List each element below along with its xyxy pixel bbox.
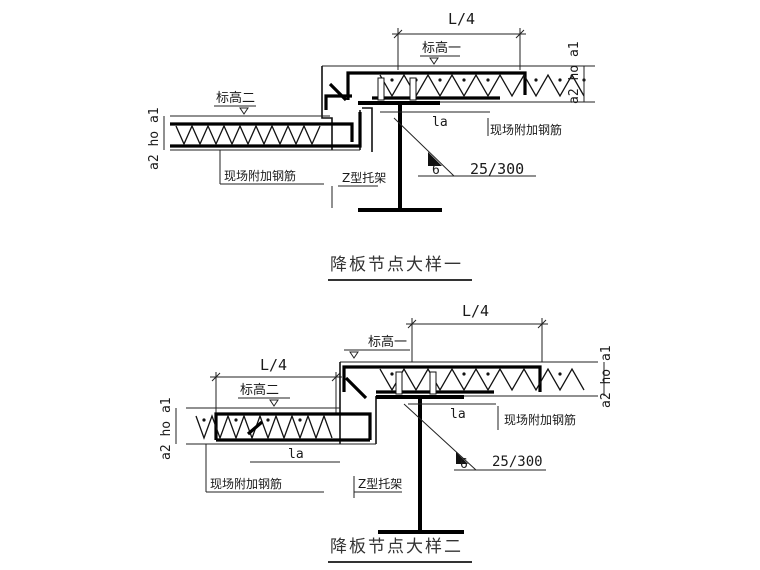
upper-top-bar[interactable] xyxy=(346,71,527,100)
dim-tick xyxy=(537,319,547,329)
la-label-left: la xyxy=(288,447,304,462)
step-outer-edge xyxy=(321,66,333,150)
shear-stud xyxy=(377,77,385,101)
dim-tick xyxy=(211,372,221,382)
z-bracket xyxy=(362,107,373,152)
dim-label-l4-top: L/4 xyxy=(462,302,489,320)
lower-bottom-bar[interactable] xyxy=(170,112,362,148)
la-label: la xyxy=(432,115,448,130)
weld-symbol-icon xyxy=(428,152,442,166)
elevation-2-label: 标高二 xyxy=(216,90,255,106)
weld-spec: 25/300 xyxy=(470,160,524,178)
elevation-2-label: 标高二 xyxy=(240,382,279,398)
detail-2-title: 降板节点大样二 xyxy=(330,537,463,557)
thickness-label-left: a2 ho a1 xyxy=(159,397,174,460)
dim-label-l4: L/4 xyxy=(448,10,475,28)
elevation-1-label: 标高一 xyxy=(368,334,407,350)
weld-symbol-icon xyxy=(456,452,468,464)
elevation-2-marker xyxy=(239,107,249,115)
dim-tick xyxy=(515,29,525,39)
dim-tick xyxy=(331,372,341,382)
detail-1-title: 降板节点大样一 xyxy=(330,255,463,275)
shear-stud xyxy=(409,77,417,101)
weld-leader xyxy=(393,117,455,177)
la-label-right: la xyxy=(450,407,466,422)
shear-stud xyxy=(395,371,403,395)
lower-truss xyxy=(175,124,321,146)
weld-leader xyxy=(403,403,477,471)
dim-label-l4-left: L/4 xyxy=(260,356,287,374)
detail-2: L/4 L/4 标高一 标高二 xyxy=(159,302,614,563)
dim-tick xyxy=(407,319,417,329)
elevation-2-marker xyxy=(269,399,279,407)
lower-truss xyxy=(195,414,333,440)
weld-spec: 25/300 xyxy=(492,454,543,470)
z-bracket-label: Z型托架 xyxy=(342,171,386,185)
lower-top-bar[interactable] xyxy=(170,122,354,142)
site-rebar-label-left: 现场附加钢筋 xyxy=(224,168,296,183)
diag-bar[interactable] xyxy=(328,82,348,102)
site-rebar-label-right: 现场附加钢筋 xyxy=(490,122,562,137)
upper-truss xyxy=(379,367,585,392)
elevation-1-label: 标高一 xyxy=(422,40,461,56)
site-rebar-label-left: 现场附加钢筋 xyxy=(210,476,282,491)
weld-size: 6 xyxy=(460,457,468,472)
upper-top-bar[interactable] xyxy=(342,365,542,392)
site-rebar-label-right: 现场附加钢筋 xyxy=(504,412,576,427)
diag-bar[interactable] xyxy=(246,420,264,436)
shear-stud xyxy=(429,371,437,395)
detail-1: L/4 标高一 标高二 xyxy=(147,10,595,281)
thickness-label-left: a2 ho a1 xyxy=(147,107,162,170)
weld-size: 6 xyxy=(432,163,440,178)
dim-tick xyxy=(393,29,403,39)
z-bracket-label: Z型托架 xyxy=(358,477,402,491)
elevation-1-marker xyxy=(349,351,359,359)
thickness-label-right: a2 ho a1 xyxy=(599,345,614,408)
thickness-label-right: a2 ho a1 xyxy=(567,41,582,104)
diag-bar[interactable] xyxy=(344,376,368,400)
elevation-1-marker xyxy=(429,57,439,65)
